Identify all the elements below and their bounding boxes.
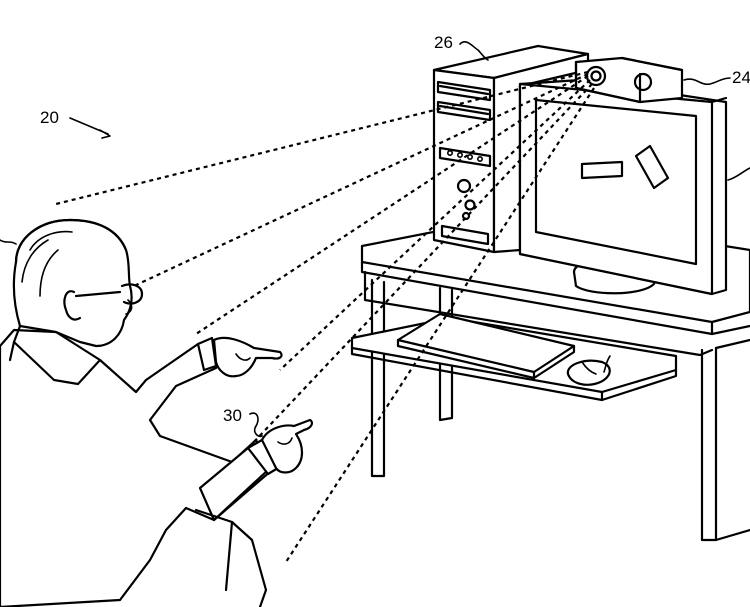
monitor [518,78,728,296]
sensing-rays [55,70,595,563]
svg-text:24: 24 [732,68,750,87]
svg-text:20: 20 [40,108,59,127]
mouse [566,355,611,386]
keyboard [396,312,576,380]
screen-object-rect-tilted [634,144,670,190]
leader-line-right [727,167,750,181]
reference-label-system: 20 [40,108,111,139]
screen-object-rect-horizontal [580,160,624,180]
reference-label-hand: 30 [223,406,263,438]
computer-tower [432,44,590,254]
svg-text:30: 30 [223,406,242,425]
reference-label-computer: 26 [434,33,489,61]
reference-label-sensor: 24 [683,68,750,87]
svg-text:26: 26 [434,33,453,52]
depth-sensor [574,56,684,104]
user-figure [0,218,314,607]
leader-line-left [0,239,17,245]
